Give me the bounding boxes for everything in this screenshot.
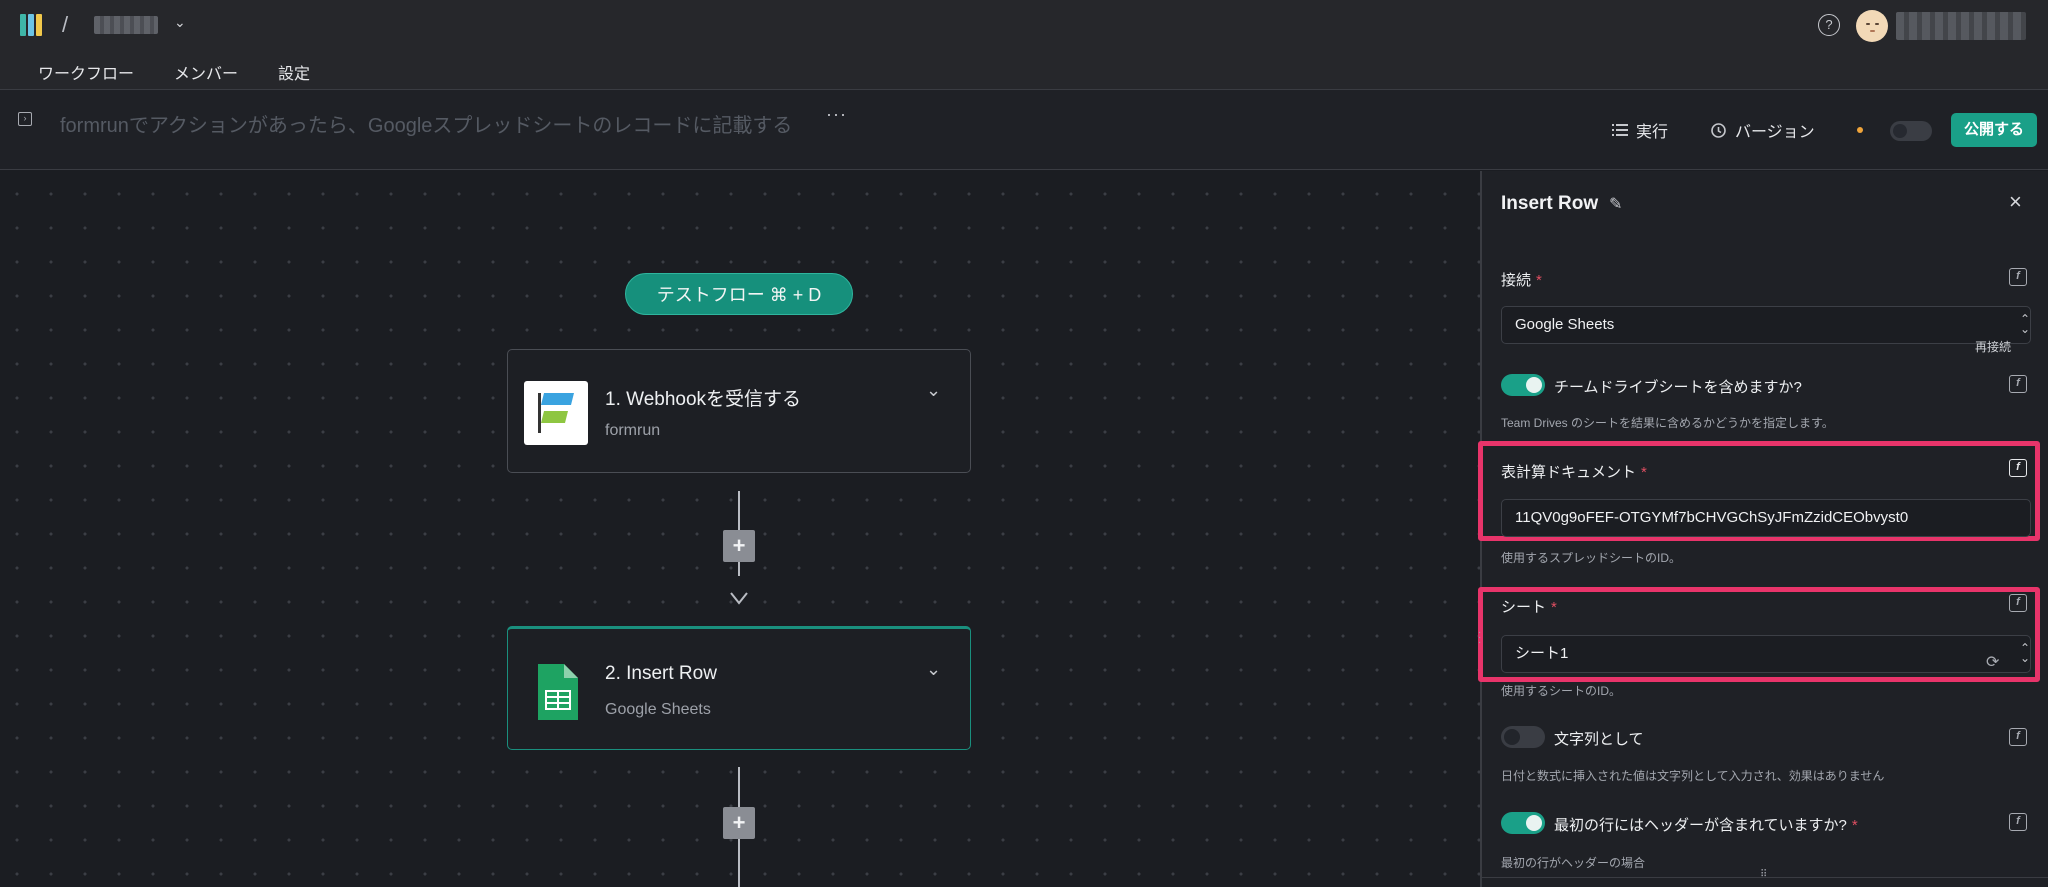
node-title: 1. Webhookを受信する xyxy=(605,389,802,410)
formula-icon[interactable]: f xyxy=(2009,813,2027,831)
sheet-label: シート* xyxy=(1501,599,1557,616)
chevron-down-icon[interactable]: ⌄ xyxy=(926,380,942,400)
workspace-name[interactable] xyxy=(94,16,158,34)
panel-resize-grip-icon[interactable]: ⠿ xyxy=(1760,869,1768,880)
more-options-button[interactable]: ··· xyxy=(826,104,847,124)
spreadsheet-id-input[interactable]: 11QV0g9oFEF-OTGYMf7bCHVGChSyJFmZzidCEObv… xyxy=(1501,499,2031,537)
team-drive-toggle[interactable] xyxy=(1501,374,1545,396)
arrow-down-icon xyxy=(730,592,748,605)
workflow-toolbar: › formrunでアクションがあったら、Googleスプレッドシートのレコード… xyxy=(0,90,2048,170)
workflow-canvas[interactable]: テストフロー ⌘ + D 1. Webhookを受信する formrun ⌄ + xyxy=(0,171,1480,887)
main-nav: ワークフロー メンバー 設定 xyxy=(38,60,310,84)
version-button[interactable]: バージョン xyxy=(1710,118,1815,142)
workflow-node-trigger[interactable]: 1. Webhookを受信する formrun ⌄ xyxy=(507,349,971,473)
history-icon xyxy=(1711,122,1726,138)
panel-resize-handle[interactable]: ··· xyxy=(1478,627,1482,648)
refresh-icon[interactable]: ⟳ xyxy=(1986,654,2000,671)
as-string-label: 文字列として xyxy=(1554,731,1644,748)
formrun-logo-icon xyxy=(524,381,588,445)
close-icon[interactable]: × xyxy=(2009,189,2022,214)
formula-icon[interactable]: f xyxy=(2009,375,2027,393)
nav-item-settings[interactable]: 設定 xyxy=(278,66,311,83)
unsaved-status-dot xyxy=(1857,127,1863,133)
as-string-hint: 日付と数式に挿入された値は文字列として入力され、効果はありません xyxy=(1501,769,1885,783)
spreadsheet-hint: 使用するスプレッドシートのID。 xyxy=(1501,551,1682,565)
app-header: / ⌄ ? ワークフロー メンバー 設定 xyxy=(0,0,2048,90)
add-step-button[interactable]: + xyxy=(723,530,755,562)
chevron-down-icon[interactable]: ⌄ xyxy=(926,659,942,679)
team-drive-label: チームドライブシートを含めますか? xyxy=(1554,379,1802,396)
step-settings-panel: Insert Row ✎ × 接続* f Google Sheets 再接続 ⌃… xyxy=(1478,171,2048,887)
select-arrows-icon: ⌃⌄ xyxy=(2020,312,2031,336)
formula-icon[interactable]: f xyxy=(2009,459,2027,477)
run-history-button[interactable]: 実行 xyxy=(1612,118,1668,142)
workflow-node-action[interactable]: 2. Insert Row Google Sheets ⌄ xyxy=(507,626,971,750)
team-drive-hint: Team Drives のシートを結果に含めるかどうかを指定します。 xyxy=(1501,416,1834,430)
breadcrumb-separator: / xyxy=(62,12,69,37)
nav-item-workflow[interactable]: ワークフロー xyxy=(38,66,135,83)
node-subtitle: Google Sheets xyxy=(605,701,711,718)
edit-pencil-icon[interactable]: ✎ xyxy=(1609,196,1623,213)
list-icon xyxy=(1612,124,1628,136)
user-name[interactable] xyxy=(1896,12,2026,40)
version-label: バージョン xyxy=(1735,124,1815,141)
publish-button[interactable]: 公開する xyxy=(1951,113,2037,147)
connection-select[interactable]: Google Sheets 再接続 ⌃⌄ xyxy=(1501,306,2031,354)
node-subtitle: formrun xyxy=(605,422,661,439)
sheet-select[interactable]: シート1 ⟳ ⌃⌄ xyxy=(1501,635,2031,673)
workflow-title[interactable]: formrunでアクションがあったら、Googleスプレッドシートのレコードに記… xyxy=(60,115,793,137)
highlight-box xyxy=(1478,441,2040,541)
workflow-enable-toggle[interactable] xyxy=(1890,121,1932,141)
formula-icon[interactable]: f xyxy=(2009,728,2027,746)
connection-label: 接続* xyxy=(1501,272,1542,289)
first-row-header-label: 最初の行にはヘッダーが含まれていますか?* xyxy=(1554,817,1858,834)
reconnect-button[interactable]: 再接続 xyxy=(1975,340,2012,354)
test-flow-button[interactable]: テストフロー ⌘ + D xyxy=(625,273,853,315)
avatar[interactable] xyxy=(1856,10,1888,42)
add-step-button[interactable]: + xyxy=(723,807,755,839)
panel-bottom-divider xyxy=(1482,877,2048,878)
formula-icon[interactable]: f xyxy=(2009,594,2027,612)
first-row-header-toggle[interactable] xyxy=(1501,812,1545,834)
sidebar-expand-icon[interactable]: › xyxy=(18,112,32,126)
chevron-down-icon[interactable]: ⌄ xyxy=(174,14,186,30)
as-string-toggle[interactable] xyxy=(1501,726,1545,748)
google-sheets-icon xyxy=(524,660,588,724)
run-label: 実行 xyxy=(1636,124,1669,141)
formula-icon[interactable]: f xyxy=(2009,268,2027,286)
app-logo-icon[interactable] xyxy=(20,14,44,36)
help-icon[interactable]: ? xyxy=(1818,14,1840,36)
select-arrows-icon: ⌃⌄ xyxy=(2020,641,2031,665)
first-row-header-hint: 最初の行がヘッダーの場合 xyxy=(1501,856,1646,870)
nav-item-members[interactable]: メンバー xyxy=(174,66,239,83)
spreadsheet-label: 表計算ドキュメント* xyxy=(1501,464,1647,481)
node-title: 2. Insert Row xyxy=(605,663,717,684)
highlight-box xyxy=(1478,587,2040,682)
panel-title: Insert Row xyxy=(1501,193,1599,214)
sheet-hint: 使用するシートのID。 xyxy=(1501,684,1622,698)
sheet-value: シート1 xyxy=(1515,645,1569,662)
connection-value: Google Sheets xyxy=(1515,316,1615,333)
